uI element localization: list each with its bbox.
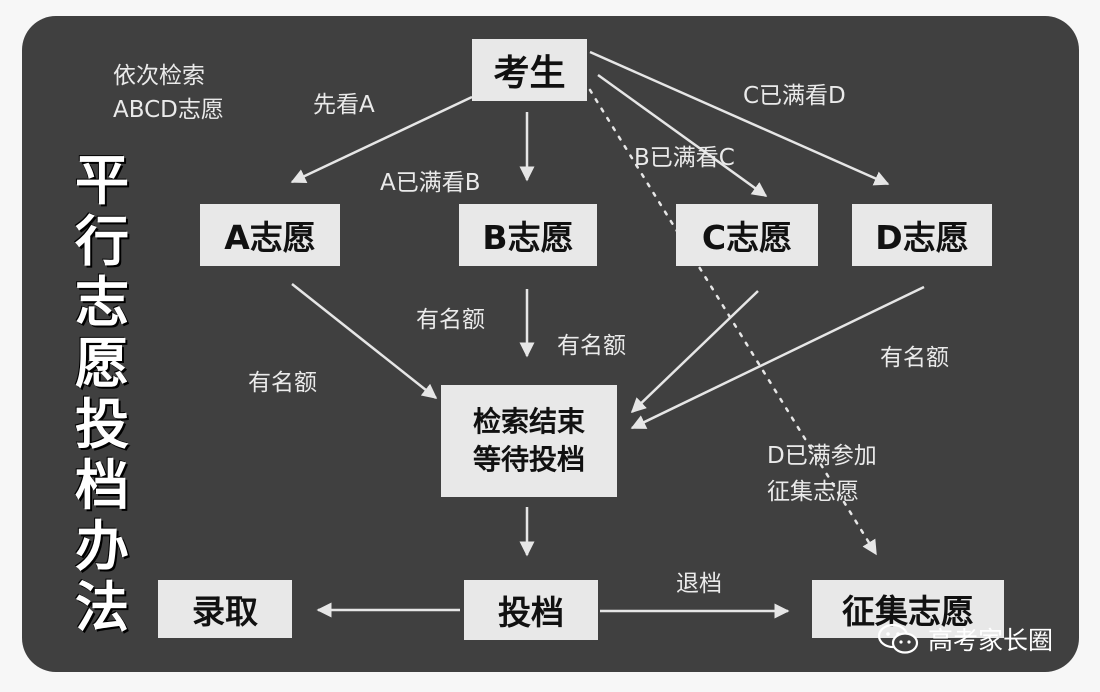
node-examinee: 考生 [472, 39, 587, 101]
node-submit: 投档 [464, 580, 598, 640]
arrow-examinee-to-supplementary [588, 88, 878, 556]
label-d-full-line2: 征集志愿 [767, 479, 859, 505]
arrow-c-to-search-end [630, 290, 759, 414]
diagram-panel [22, 16, 1079, 672]
vertical-title-char: 办 [75, 514, 129, 578]
vertical-title-char: 档 [75, 453, 129, 517]
label-look-a-first: 先看A [313, 92, 375, 118]
node-admit: 录取 [158, 580, 292, 638]
label-search-order-line1: 依次检索 [113, 63, 205, 89]
label-c-full-look-d: C已满看D [743, 83, 846, 109]
label-return-file: 退档 [676, 571, 722, 597]
label-b-full-look-c: B已满看C [634, 145, 735, 171]
vertical-title: 平行志愿投档办法 [72, 150, 132, 638]
node-supplementary: 征集志愿 [812, 580, 1004, 638]
watermark: 高考家长圈 [876, 622, 1053, 656]
watermark-text: 高考家长圈 [928, 626, 1054, 655]
arrow-examinee-to-d [589, 50, 890, 186]
search-end-line1: 检索结束 [472, 405, 585, 438]
node-choice-d: D志愿 [852, 204, 992, 266]
vertical-title-char: 投 [75, 392, 129, 456]
label-quota-b-1: 有名额 [416, 307, 485, 333]
node-search-end: 检索结束 等待投档 [441, 385, 617, 497]
vertical-title-char: 法 [75, 575, 129, 639]
vertical-title-char: 愿 [75, 331, 129, 395]
arrow-examinee-to-a [290, 95, 473, 184]
label-quota-d: 有名额 [880, 345, 949, 371]
node-choice-a: A志愿 [200, 204, 340, 266]
label-search-order-line2: ABCD志愿 [113, 97, 224, 123]
node-choice-c: C志愿 [676, 204, 818, 266]
vertical-title-char: 行 [75, 209, 129, 273]
arrow-a-to-search-end [291, 283, 438, 399]
node-choice-b: B志愿 [459, 204, 597, 266]
label-a-full-look-b: A已满看B [380, 170, 481, 196]
arrow-d-to-search-end [630, 285, 925, 430]
search-end-line2: 等待投档 [472, 443, 585, 476]
label-quota-a: 有名额 [248, 370, 317, 396]
label-quota-b-2: 有名额 [557, 333, 626, 359]
label-d-full-line1: D已满参加 [767, 443, 877, 469]
wechat-icon [877, 623, 919, 654]
vertical-title-char: 志 [75, 270, 129, 334]
arrow-examinee-to-c [597, 73, 768, 198]
vertical-title-char: 平 [75, 148, 129, 212]
